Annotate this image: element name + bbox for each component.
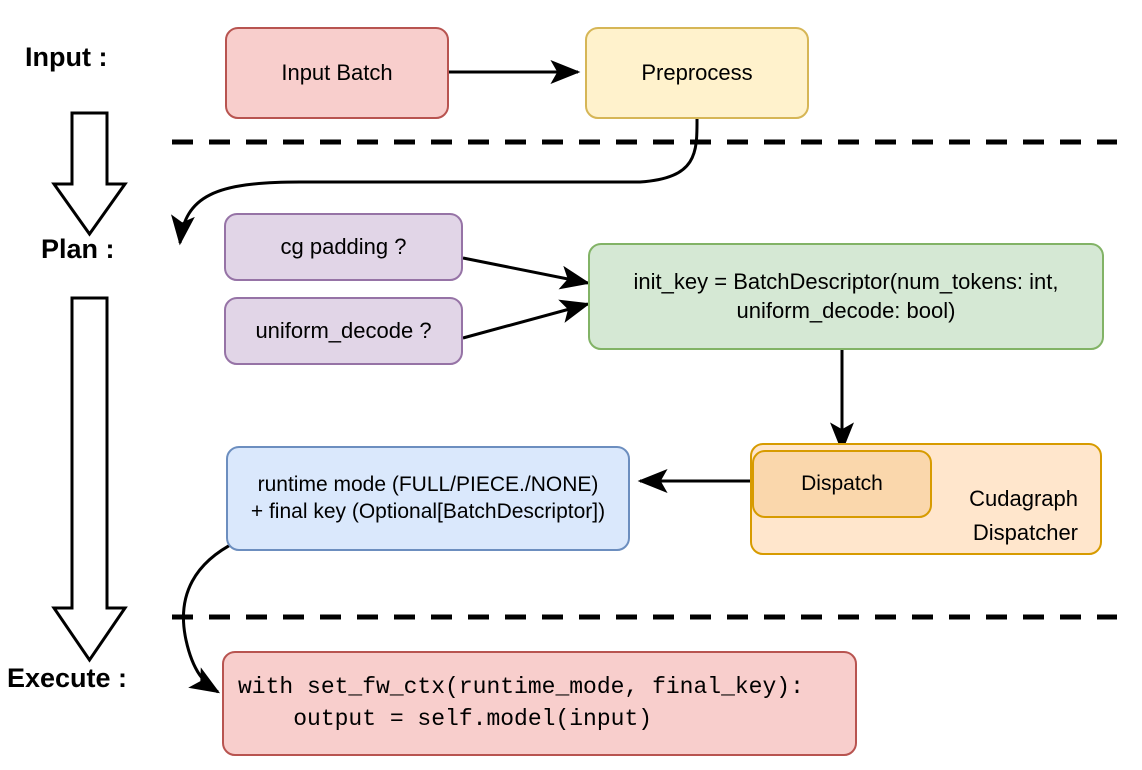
node-init-key-line2: uniform_decode: bool) bbox=[736, 297, 956, 323]
node-preprocess-label: Preprocess bbox=[641, 59, 753, 85]
node-runtime-mode-line1: runtime mode (FULL/PIECE./NONE) bbox=[257, 472, 599, 496]
node-dispatch-label: Dispatch bbox=[801, 471, 883, 495]
node-uniform-decode[interactable]: uniform_decode ? bbox=[224, 297, 463, 365]
node-runtime-mode[interactable]: runtime mode (FULL/PIECE./NONE) + final … bbox=[226, 446, 630, 551]
input-to-plan-flow-arrow bbox=[51, 111, 128, 237]
plan-to-execute-flow-arrow bbox=[51, 296, 128, 663]
cg-padding-to-init-key-edge bbox=[462, 256, 591, 290]
node-execute-code[interactable]: with set_fw_ctx(runtime_mode, final_key)… bbox=[222, 651, 857, 756]
node-dispatch[interactable]: Dispatch bbox=[752, 450, 932, 518]
node-init-key-line1: init_key = BatchDescriptor(num_tokens: i… bbox=[633, 269, 1059, 295]
preprocess-to-cg-padding-edge bbox=[171, 113, 699, 246]
stage-label-input: Input : bbox=[25, 42, 108, 72]
node-cg-padding[interactable]: cg padding ? bbox=[224, 213, 463, 281]
node-cudagraph-dispatcher-line1: Cudagraph bbox=[969, 485, 1078, 511]
node-preprocess[interactable]: Preprocess bbox=[585, 27, 809, 119]
uniform-decode-to-init-key-edge bbox=[462, 299, 591, 340]
node-cg-padding-label: cg padding ? bbox=[280, 233, 407, 259]
node-input-batch[interactable]: Input Batch bbox=[225, 27, 449, 119]
node-runtime-mode-line2: + final key (Optional[BatchDescriptor]) bbox=[250, 499, 606, 523]
node-input-batch-label: Input Batch bbox=[281, 59, 393, 85]
node-cudagraph-dispatcher-line2: Dispatcher bbox=[972, 519, 1078, 545]
node-execute-code-line1: with set_fw_ctx(runtime_mode, final_key)… bbox=[238, 674, 804, 701]
node-init-key[interactable]: init_key = BatchDescriptor(num_tokens: i… bbox=[588, 243, 1104, 350]
node-uniform-decode-label: uniform_decode ? bbox=[255, 317, 432, 343]
stage-label-execute: Execute : bbox=[7, 663, 128, 693]
node-execute-code-line2: output = self.model(input) bbox=[238, 705, 653, 732]
runtime-mode-to-execute-code-edge bbox=[181, 540, 237, 694]
stage-label-plan: Plan : bbox=[41, 234, 115, 264]
